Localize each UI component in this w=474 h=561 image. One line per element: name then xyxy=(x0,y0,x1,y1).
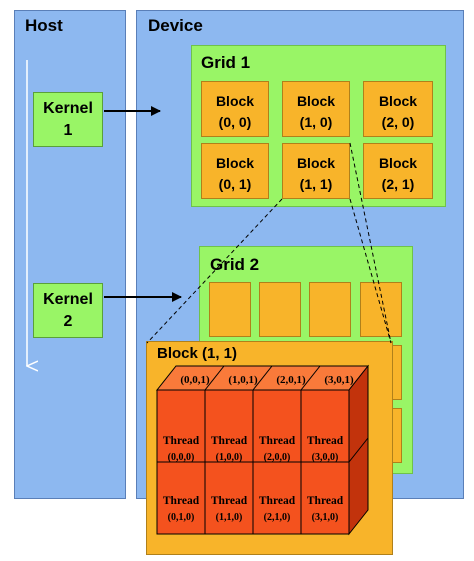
thread-word: Thread xyxy=(163,495,200,507)
thread-index: (1,1,0) xyxy=(216,512,243,523)
host-panel: Host xyxy=(14,10,126,499)
thread-index: (3,0,0) xyxy=(312,452,339,463)
top-label-2: (2,0,1) xyxy=(276,374,306,386)
thread-index: (1,0,0) xyxy=(216,452,243,463)
kernel-2-label: Kernel xyxy=(43,291,93,308)
grid-2-title: Grid 2 xyxy=(210,255,260,274)
thread-word: Thread xyxy=(259,435,296,447)
thread-word: Thread xyxy=(163,435,200,447)
thread-word: Thread xyxy=(307,495,344,507)
grid-1-block-1-0: Block(1, 0) xyxy=(282,81,350,137)
grid-2-block xyxy=(360,282,402,337)
thread-cube: (0,0,1) (1,0,1) (2,0,1) (3,0,1) Thread (… xyxy=(155,364,370,536)
thread-index: (2,1,0) xyxy=(264,512,291,523)
grid-1-block-2-0: Block(2, 0) xyxy=(363,81,433,137)
thread-word: Thread xyxy=(211,495,248,507)
grid-1-title: Grid 1 xyxy=(201,53,251,72)
block-detail-title: Block (1, 1) xyxy=(157,345,238,362)
kernel-1-label: Kernel xyxy=(43,100,93,117)
kernel-1-box: Kernel 1 xyxy=(33,92,103,147)
thread-word: Thread xyxy=(211,435,248,447)
device-title: Device xyxy=(148,16,203,35)
grid-1-block-1-1: Block(1, 1) xyxy=(282,143,350,199)
kernel-2-box: Kernel 2 xyxy=(33,283,103,338)
grid-2-block xyxy=(309,282,351,337)
top-label-0: (0,0,1) xyxy=(180,374,210,386)
thread-index: (0,0,0) xyxy=(168,452,195,463)
thread-word: Thread xyxy=(307,435,344,447)
grid-2-block xyxy=(209,282,251,337)
kernel-1-number: 1 xyxy=(63,122,73,139)
grid-1-block-2-1: Block(2, 1) xyxy=(363,143,433,199)
grid-1-block-0-0: Block(0, 0) xyxy=(201,81,269,137)
top-label-1: (1,0,1) xyxy=(228,374,258,386)
grid-2-block xyxy=(259,282,301,337)
thread-index: (3,1,0) xyxy=(312,512,339,523)
zoom-lines xyxy=(146,142,392,344)
grid-1-block-0-1: Block(0, 1) xyxy=(201,143,269,199)
host-title: Host xyxy=(25,16,63,35)
thread-word: Thread xyxy=(259,495,296,507)
thread-index: (2,0,0) xyxy=(264,452,291,463)
kernel-2-number: 2 xyxy=(63,313,73,330)
top-label-3: (3,0,1) xyxy=(324,374,354,386)
thread-index: (0,1,0) xyxy=(168,512,195,523)
